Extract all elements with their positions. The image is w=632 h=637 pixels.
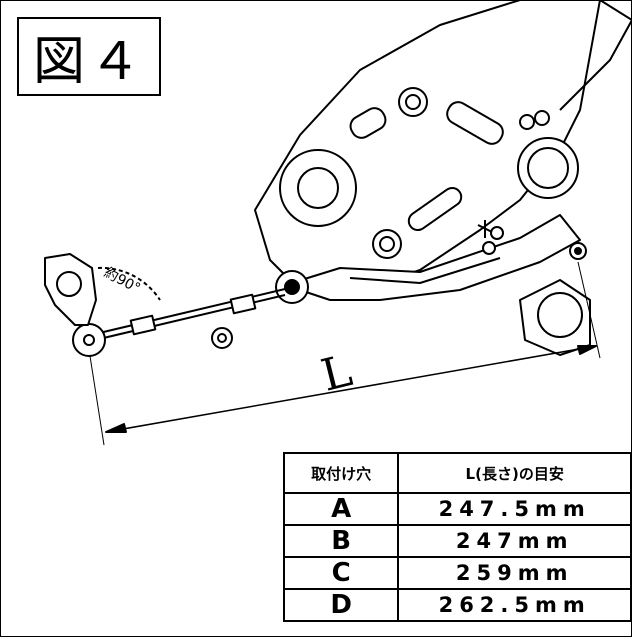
rod-nut xyxy=(229,293,257,315)
length-cell: 247.5mm xyxy=(397,492,632,526)
hole-cell: A xyxy=(282,492,400,526)
table-row: B 247mm xyxy=(282,524,632,558)
figure-label: 図４ xyxy=(17,17,161,96)
bolt xyxy=(534,110,550,126)
length-spec-table: 取付け穴 L(長さ)の目安 A 247.5mm B 247mm C 259mm … xyxy=(282,452,632,622)
table-row: D 262.5mm xyxy=(282,588,632,622)
table-row: A 247.5mm xyxy=(282,492,632,526)
length-cell: 259mm xyxy=(397,556,632,590)
plate-upper-arm xyxy=(460,0,632,111)
header-mount-hole: 取付け穴 xyxy=(282,452,400,494)
table-row: C 259mm xyxy=(282,556,632,590)
header-length: L(長さ)の目安 xyxy=(397,452,632,494)
dim-extension xyxy=(577,261,601,359)
cross-bolt xyxy=(477,220,493,238)
shift-rod xyxy=(94,294,286,341)
length-cell: 262.5mm xyxy=(397,588,632,622)
angle-arc xyxy=(97,266,161,301)
rod-nut xyxy=(129,314,157,336)
table-header-row: 取付け穴 L(長さ)の目安 xyxy=(282,452,632,494)
hole-cell: B xyxy=(282,524,400,558)
dim-arrow-right xyxy=(577,345,597,355)
plate-slot xyxy=(349,107,387,139)
bolt xyxy=(519,114,535,130)
plate-slot xyxy=(446,101,504,145)
dim-line xyxy=(105,345,597,433)
mount-hole xyxy=(490,226,504,240)
length-cell: 247mm xyxy=(397,524,632,558)
dim-arrow-left xyxy=(105,423,127,433)
plate-slot xyxy=(407,186,463,232)
dim-extension xyxy=(89,355,105,446)
hole-cell: C xyxy=(282,556,400,590)
hole-cell: D xyxy=(282,588,400,622)
mount-hole xyxy=(482,241,496,255)
